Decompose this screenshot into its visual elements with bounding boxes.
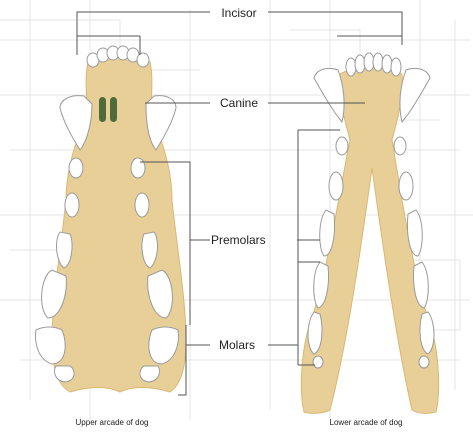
caption-lower: Lower arcade of dog <box>330 418 403 427</box>
label-canine: Canine <box>220 96 258 110</box>
upper-canine-root-left <box>99 97 106 122</box>
upper-arcade <box>36 46 186 392</box>
label-incisor: Incisor <box>221 6 256 20</box>
upper-canine-root-right <box>110 97 117 122</box>
lower-arcade <box>301 53 438 413</box>
caption-upper: Upper arcade of dog <box>76 418 149 427</box>
label-molars: Molars <box>219 338 255 352</box>
molars-leader <box>178 262 320 395</box>
label-premolars: Premolars <box>211 233 266 247</box>
